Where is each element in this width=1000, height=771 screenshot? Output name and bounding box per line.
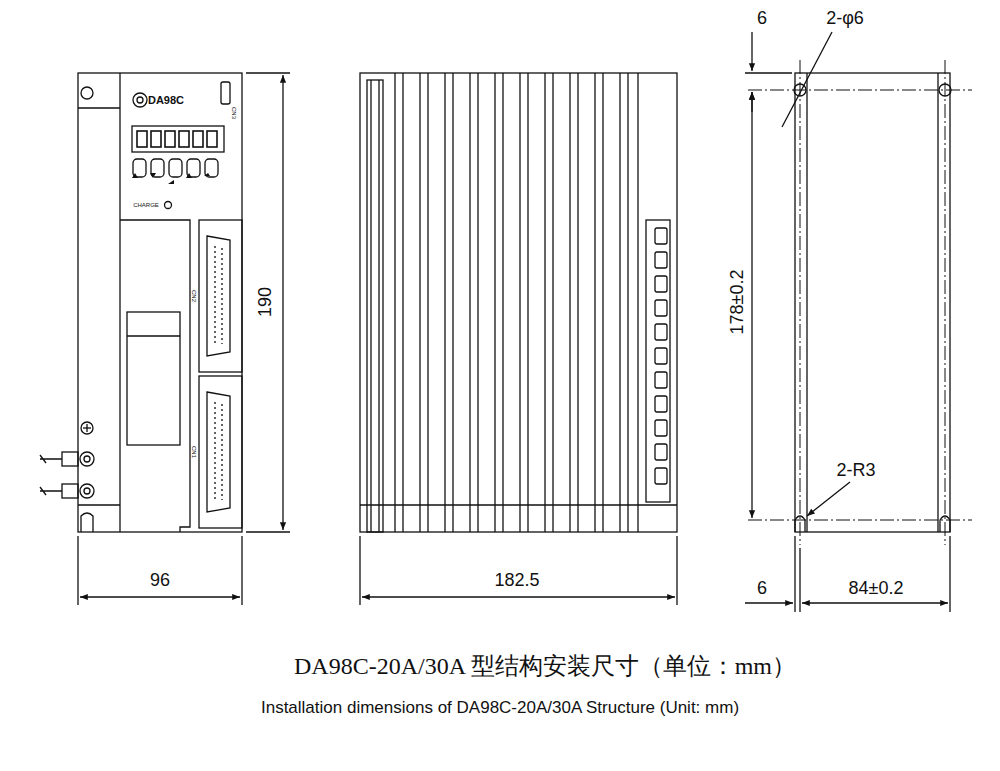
dimension: 182.5 <box>494 571 539 589</box>
dimension: 2-φ6 <box>826 9 864 27</box>
english-caption: Installation dimensions of DA98C-20A/30A… <box>261 699 739 716</box>
dimension: 96 <box>150 571 170 589</box>
dimension: 190 <box>256 287 274 317</box>
dimension: 84±0.2 <box>849 579 904 597</box>
connector-name: CN3 <box>231 107 237 119</box>
dimension: 6 <box>757 579 767 597</box>
mounting-plate <box>795 73 950 532</box>
connector-name: CN1 <box>191 446 197 458</box>
front-outline <box>78 73 242 532</box>
indicator-label: CHARGE <box>133 202 159 208</box>
dimension: 2-R3 <box>836 461 875 479</box>
dimension: 6 <box>757 9 767 27</box>
model-name: DA98C <box>148 95 184 106</box>
dimension: 178±0.2 <box>728 270 746 335</box>
connector-name: CN2 <box>191 290 197 302</box>
caption: DA98C-20A/30A 型结构安装尺寸（单位：mm） <box>294 654 796 678</box>
side-outline <box>360 73 677 532</box>
